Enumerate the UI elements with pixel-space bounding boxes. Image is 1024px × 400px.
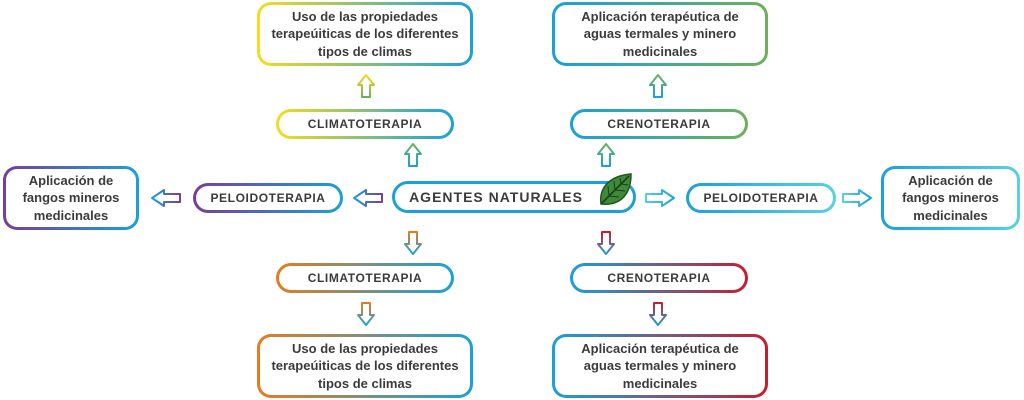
climatoterapia-description-text: Uso de las propiedades terapeúiticas de … bbox=[271, 8, 459, 59]
crenoterapia-label: CRENOTERAPIA bbox=[607, 117, 711, 131]
crenoterapia-description-box-bottom: Aplicación terapéutica de aguas termales… bbox=[552, 334, 768, 398]
climatoterapia-label: CLIMATOTERAPIA bbox=[307, 117, 423, 131]
arrow-left-icon bbox=[353, 189, 383, 207]
climatoterapia-pill: CLIMATOTERAPIA bbox=[276, 109, 454, 139]
arrow-left-icon bbox=[151, 189, 181, 207]
crenoterapia-description-text: Aplicación terapéutica de aguas termales… bbox=[581, 8, 739, 59]
arrow-down-icon bbox=[649, 302, 667, 326]
central-title: AGENTES NATURALES bbox=[409, 189, 583, 205]
arrow-up-icon bbox=[404, 143, 422, 167]
arrow-down-icon bbox=[404, 231, 422, 255]
peloidoterapia-label: PELOIDOTERAPIA bbox=[210, 191, 326, 205]
climatoterapia-description-box-bottom: Uso de las propiedades terapeúiticas de … bbox=[257, 334, 473, 398]
crenoterapia-pill-bottom: CRENOTERAPIA bbox=[570, 263, 748, 293]
arrow-right-icon bbox=[842, 189, 872, 207]
peloidoterapia-description-box-right: Aplicación de fangos mineros medicinales bbox=[881, 166, 1020, 230]
arrow-down-icon bbox=[357, 302, 375, 326]
crenoterapia-description-text-bottom: Aplicación terapéutica de aguas termales… bbox=[581, 340, 739, 391]
climatoterapia-description-text-bottom: Uso de las propiedades terapeúiticas de … bbox=[271, 340, 459, 391]
arrow-down-icon bbox=[597, 231, 615, 255]
peloidoterapia-description-text-right: Aplicación de fangos mineros medicinales bbox=[902, 172, 999, 223]
peloidoterapia-pill: PELOIDOTERAPIA bbox=[193, 183, 343, 213]
peloidoterapia-description-text: Aplicación de fangos mineros medicinales bbox=[22, 172, 120, 223]
arrow-up-icon bbox=[649, 74, 667, 98]
climatoterapia-description-box: Uso de las propiedades terapeúiticas de … bbox=[257, 2, 473, 66]
peloidoterapia-description-box: Aplicación de fangos mineros medicinales bbox=[3, 166, 139, 230]
climatoterapia-pill-bottom: CLIMATOTERAPIA bbox=[276, 263, 454, 293]
leaf-icon bbox=[599, 173, 632, 205]
central-node: AGENTES NATURALES bbox=[392, 173, 636, 213]
arrow-up-icon bbox=[357, 74, 375, 98]
arrow-up-icon bbox=[597, 143, 615, 167]
crenoterapia-pill: CRENOTERAPIA bbox=[570, 109, 748, 139]
crenoterapia-label-bottom: CRENOTERAPIA bbox=[607, 271, 711, 285]
peloidoterapia-label-right: PELOIDOTERAPIA bbox=[703, 191, 819, 205]
climatoterapia-label-bottom: CLIMATOTERAPIA bbox=[307, 271, 423, 285]
arrow-right-icon bbox=[645, 189, 675, 207]
crenoterapia-description-box: Aplicación terapéutica de aguas termales… bbox=[552, 2, 768, 66]
peloidoterapia-pill-right: PELOIDOTERAPIA bbox=[686, 183, 836, 213]
